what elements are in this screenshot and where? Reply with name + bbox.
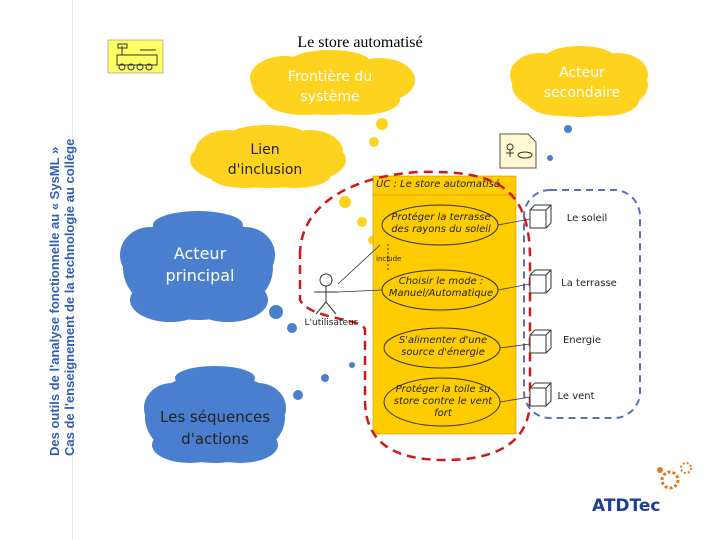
cloud-sequences: [144, 366, 286, 463]
callout-inclusion: Lien d'inclusion: [227, 142, 303, 178]
callout-secondaire: Acteur secondaire: [543, 65, 621, 101]
sidebar-banner: [22, 0, 73, 540]
cloud-inclusion: [190, 125, 346, 188]
callout-frontiere: Frontière du système: [287, 69, 373, 105]
secondary-actor-soleil: Le soleil: [566, 213, 608, 224]
callout-principal: Acteur principal: [165, 244, 235, 285]
store-machine-icon: [107, 39, 164, 74]
block-soleil-icon: [529, 204, 552, 229]
use-case-3: S'alimenter d'une source d'énergie: [398, 335, 488, 358]
callout-sequences: Les séquences d'actions: [160, 408, 271, 448]
blue-dashed-boundary: [523, 189, 641, 419]
use-case-1: Protéger la terrasse des rayons du solei…: [391, 212, 491, 235]
use-case-diagram-icon: [499, 133, 537, 169]
atdtec-logo: ATDTec: [592, 496, 661, 516]
use-case-2: Choisir le mode : Manuel/Automatique: [388, 276, 494, 299]
red-dashed-boundary: [298, 170, 532, 462]
secondary-actor-vent: Le vent: [557, 391, 595, 402]
use-case-4: Protéger la toile su store contre le ven…: [393, 384, 493, 419]
block-terrasse-icon: [529, 269, 552, 294]
page-title: Le store automatisé: [297, 34, 423, 51]
cloud-principal: [120, 211, 275, 322]
actor-label: L'utilisateur: [304, 318, 358, 328]
system-title: UC : Le store automatisé: [376, 179, 501, 190]
secondary-actor-terrasse: La terrasse: [561, 278, 617, 289]
cloud-secondaire: [510, 46, 648, 117]
cloud-frontiere: [250, 50, 415, 115]
include-label: include: [376, 255, 402, 263]
user-actor-icon: [314, 273, 338, 315]
secondary-actor-energie: Energie: [562, 335, 602, 346]
atdtec-gear-icon: [657, 462, 692, 490]
block-energie-icon: [529, 329, 552, 354]
system-boundary: [372, 175, 517, 435]
